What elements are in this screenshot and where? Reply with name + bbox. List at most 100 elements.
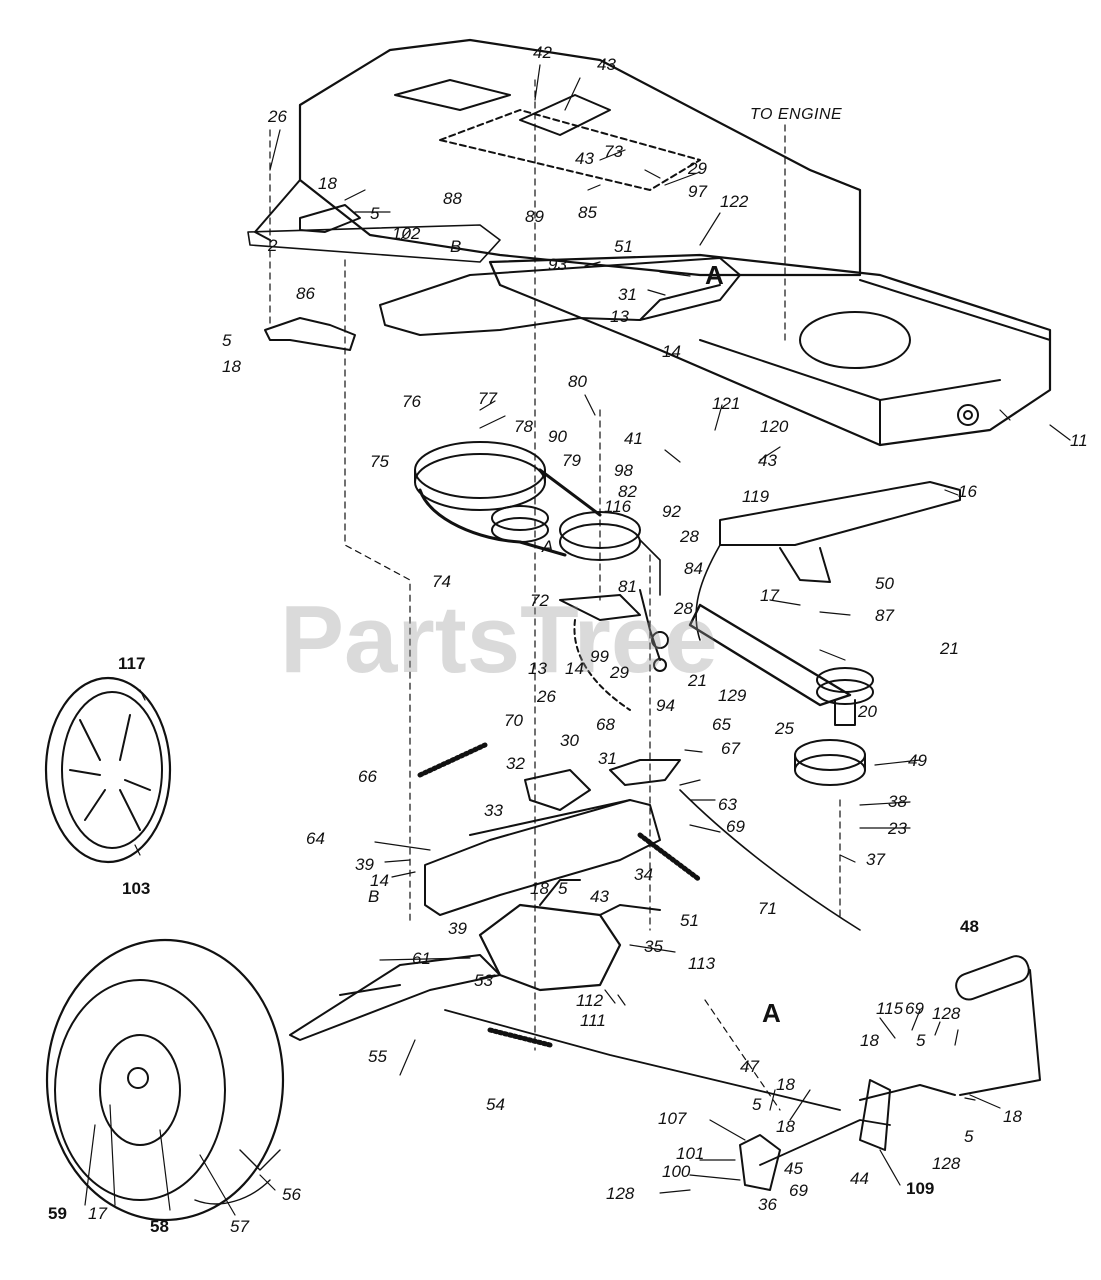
callout-59: 59 [48,1204,67,1223]
callout-13: 13 [528,659,547,678]
callout-90: 90 [548,427,567,446]
wheel-cover [44,676,172,864]
callout-44: 44 [850,1169,869,1188]
callout-115: 115 [876,999,904,1018]
callout-18: 18 [776,1117,795,1136]
callout-64: 64 [306,829,325,848]
callout-51: 51 [614,237,633,256]
callout-82: 82 [618,482,637,501]
callout-39: 39 [355,855,374,874]
callout-99: 99 [590,647,609,666]
callout-a: A [762,998,781,1028]
callout-16: 16 [958,482,977,501]
callout-21: 21 [688,671,707,690]
callout-116: 116 [604,497,632,516]
callout-43: 43 [597,55,616,74]
callout-28: 28 [680,527,699,546]
callout-54: 54 [486,1095,505,1114]
callout-79: 79 [562,451,581,470]
callout-34: 34 [634,865,653,884]
drive-belt-and-pulley [688,544,874,786]
callout-81: 81 [618,577,637,596]
callout-103: 103 [122,879,151,898]
leader-lines [84,64,1071,1216]
pedal-and-rods [739,955,1041,1191]
callout-38: 38 [888,792,907,811]
callout-14: 14 [662,342,681,361]
callout-72: 72 [530,591,549,610]
callout-66: 66 [358,767,377,786]
callout-43: 43 [575,149,594,168]
callout-42: 42 [533,43,552,62]
spring-and-bracket [417,742,681,811]
callout-55: 55 [368,1047,387,1066]
callout-92: 92 [662,502,681,521]
callout-26: 26 [268,107,287,126]
callout-70: 70 [504,711,523,730]
callout-68: 68 [596,715,615,734]
callout-98: 98 [614,461,633,480]
callout-122: 122 [720,192,749,211]
callout-28: 28 [674,599,693,618]
callout-85: 85 [578,203,597,222]
callout-43: 43 [590,887,609,906]
callout-78: 78 [514,417,533,436]
callout-77: 77 [478,389,497,408]
callout-18: 18 [776,1075,795,1094]
rear-frame [488,253,1052,447]
callout-11: 11 [1070,431,1088,450]
callout-101: 101 [676,1144,705,1163]
callout-33: 33 [484,801,503,820]
callout-87: 87 [875,606,894,625]
callout-111: 111 [580,1011,606,1030]
callout-113: 113 [688,954,716,973]
callout-49: 49 [908,751,927,770]
callout-69: 69 [789,1181,808,1200]
control-rods [444,789,861,1111]
callout-88: 88 [443,189,462,208]
callout-25: 25 [775,719,794,738]
callout-89: 89 [525,207,544,226]
callout-61: 61 [412,949,431,968]
watermark: PartsTree [280,586,718,693]
callout-5: 5 [222,331,232,350]
center-linkage [559,589,669,711]
alignment-lines [269,79,841,1111]
callout-20: 20 [858,702,877,721]
callout-29: 29 [688,159,707,178]
callout-102: 102 [392,224,421,243]
callout-100: 100 [662,1162,691,1181]
callout-18: 18 [1003,1107,1022,1126]
callout-69: 69 [726,817,745,836]
callout-117: 117 [118,654,146,673]
callout-5: 5 [370,204,380,223]
callout-31: 31 [598,749,617,768]
callout-18: 18 [222,357,241,376]
callout-23: 23 [888,819,907,838]
callout-17: 17 [760,586,779,605]
rear-wheel [45,938,285,1222]
callout-5: 5 [752,1095,762,1114]
callout-41: 41 [624,429,643,448]
callout-2: 2 [268,236,278,255]
callout-69: 69 [905,999,924,1018]
callout-43: 43 [758,451,777,470]
callout-71: 71 [758,899,777,918]
callout-13: 13 [610,307,629,326]
callout-b: B [450,237,462,256]
callout-56: 56 [282,1185,301,1204]
callout-107: 107 [658,1109,687,1128]
callout-18: 18 [318,174,337,193]
callout-76: 76 [402,392,421,411]
callout-b: B [368,887,380,906]
note-to-engine: TO ENGINE [750,106,843,123]
dash-housing [254,38,862,277]
callout-74: 74 [432,572,451,591]
callout-18: 18 [530,879,549,898]
callout-84: 84 [684,559,703,578]
callout-128: 128 [606,1184,635,1203]
callout-32: 32 [506,754,525,773]
callout-35: 35 [644,937,663,956]
callout-5: 5 [916,1031,926,1050]
